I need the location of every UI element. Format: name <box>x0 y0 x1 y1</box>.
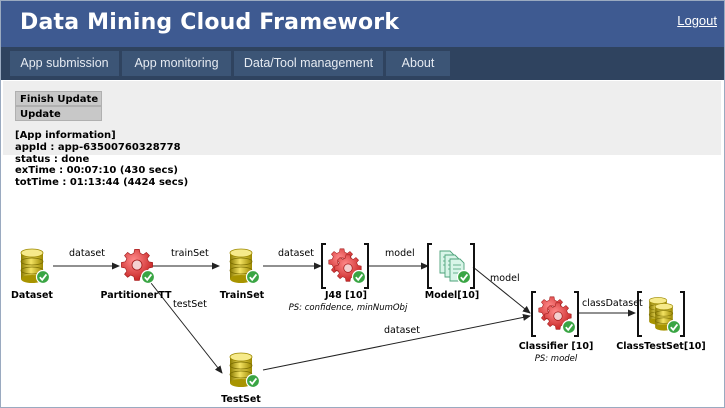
node-dataset[interactable]: Dataset <box>11 248 53 301</box>
content-panel <box>3 81 721 155</box>
tab-data-tool-management[interactable]: Data/Tool management <box>234 51 383 76</box>
edge-label-dataset: dataset <box>69 248 105 259</box>
check-icon <box>35 269 51 285</box>
edge-partitioner-testset: testSet <box>150 282 223 374</box>
check-icon <box>456 269 472 285</box>
edge-model-classifier: model <box>472 266 531 314</box>
node-label-j48: J48 [10] <box>324 290 367 301</box>
tab-about[interactable]: About <box>386 51 450 76</box>
node-trainset[interactable]: TrainSet <box>220 248 265 301</box>
header-bar: Data Mining Cloud Framework Logout <box>1 1 724 47</box>
node-j48[interactable]: J48 [10] PS: confidence, minNumObj <box>289 243 408 313</box>
node-label-model: Model[10] <box>425 290 479 301</box>
edge-label-dataset-3: dataset <box>384 325 420 336</box>
edge-classifier-classtestset: classDataset <box>578 298 643 317</box>
check-icon <box>245 373 261 389</box>
node-label-classtestset: ClassTestSet[10] <box>616 341 706 352</box>
node-label-testset: TestSet <box>221 394 261 405</box>
check-icon <box>245 269 261 285</box>
app-info-heading: [App information] <box>15 130 116 141</box>
update-button[interactable]: Update <box>15 106 102 121</box>
node-label-dataset: Dataset <box>11 290 53 301</box>
edge-label-model-2: model <box>490 273 520 284</box>
check-icon <box>140 269 156 285</box>
app-information: [App information] appId : app-6350076032… <box>15 130 188 189</box>
node-ps-j48: PS: confidence, minNumObj <box>289 303 408 313</box>
edge-dataset-partitioner: dataset <box>53 248 120 270</box>
app-ex-time: exTime : 00:07:10 (430 secs) <box>15 165 178 177</box>
edge-label-trainset: trainSet <box>171 248 209 259</box>
edge-label-classdataset: classDataset <box>582 298 643 309</box>
check-icon <box>351 269 367 285</box>
edge-label-testset: testSet <box>173 299 207 310</box>
node-testset[interactable]: TestSet <box>221 352 261 405</box>
node-label-partitioner: PartitionerTT <box>101 290 173 301</box>
node-ps-classifier: PS: model <box>535 354 578 364</box>
edge-label-dataset-2: dataset <box>278 248 314 259</box>
edge-j48-model: model <box>368 248 429 270</box>
nav-bar: App submission App monitoring Data/Tool … <box>1 47 724 80</box>
app-id: appId : app-63500760328778 <box>15 141 181 153</box>
edge-testset-classifier: dataset <box>262 313 531 371</box>
app-tot-time: totTime : 01:13:44 (4424 secs) <box>15 177 189 189</box>
node-label-trainset: TrainSet <box>220 290 265 301</box>
edge-trainset-j48: dataset <box>263 248 322 270</box>
check-icon <box>666 319 682 335</box>
tab-app-monitoring[interactable]: App monitoring <box>122 51 231 76</box>
app-status: status : done <box>15 153 90 165</box>
finish-update-button[interactable]: Finish Update <box>15 91 102 106</box>
node-partitioner[interactable]: PartitionerTT <box>101 248 173 301</box>
node-classifier[interactable]: Classifier [10] PS: model <box>519 291 594 364</box>
app-title: Data Mining Cloud Framework <box>20 10 400 35</box>
node-label-classifier: Classifier [10] <box>519 341 594 352</box>
edge-partitioner-trainset: trainSet <box>152 248 220 270</box>
node-classtestset[interactable]: ClassTestSet[10] <box>616 291 706 352</box>
check-icon <box>561 319 577 335</box>
logout-link[interactable]: Logout <box>677 13 717 28</box>
edge-label-model: model <box>385 248 415 259</box>
tab-app-submission[interactable]: App submission <box>10 51 119 76</box>
node-model[interactable]: Model[10] <box>425 243 479 301</box>
